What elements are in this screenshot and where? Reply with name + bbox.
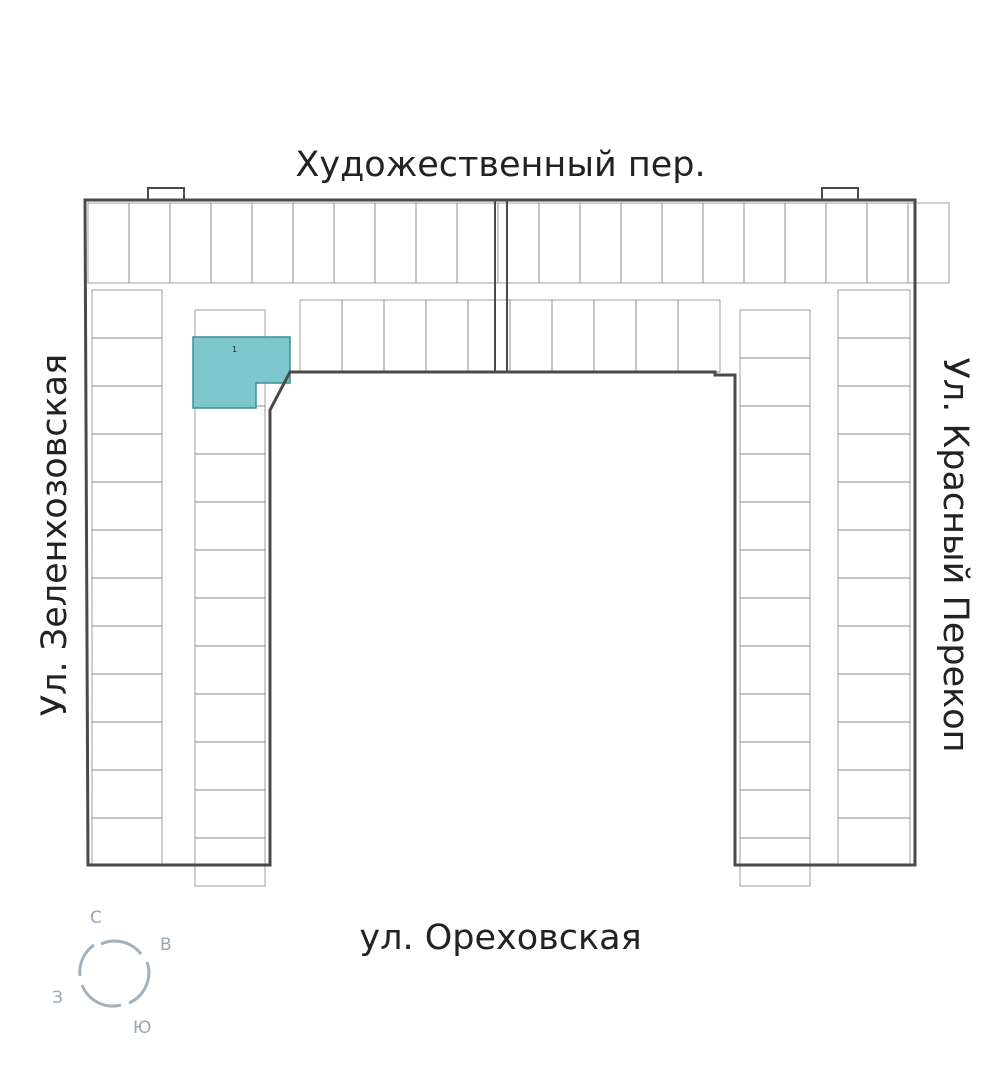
compass-west: З [52,988,63,1008]
room [866,202,909,284]
room [837,769,911,819]
room [91,529,163,579]
room [593,299,637,373]
room [739,309,811,359]
balcony [821,187,859,201]
room [837,721,911,771]
room [194,453,266,503]
room [333,202,376,284]
highlighted-apartment[interactable] [192,336,291,409]
exterior-wall [83,198,917,867]
room [456,202,499,284]
room [739,357,811,407]
room [415,202,458,284]
room [91,385,163,435]
room [702,202,745,284]
street-label-top: Художественный пер. [295,145,706,185]
room [907,202,950,284]
building-outline [83,187,917,867]
room [739,645,811,695]
street-label-left: Ул. Зеленхозовская [35,353,75,717]
room [739,501,811,551]
room [739,405,811,455]
room [739,597,811,647]
room [425,299,469,373]
balcony [147,187,185,201]
room [91,721,163,771]
room [467,299,511,373]
room [538,202,581,284]
room [194,645,266,695]
room [194,789,266,839]
compass-icon [78,939,151,1008]
room [551,299,595,373]
room [677,299,721,373]
room [825,202,868,284]
room [91,817,163,867]
room [837,385,911,435]
room [91,625,163,675]
room [620,202,663,284]
room [837,673,911,723]
room-grid [87,202,950,887]
room [739,741,811,791]
room [194,693,266,743]
room [743,202,786,284]
apartment-rooms-label: 1 [232,345,237,354]
room [194,405,266,455]
room [91,481,163,531]
room [739,549,811,599]
room [383,299,427,373]
room [194,549,266,599]
room [91,337,163,387]
room [374,202,417,284]
room [784,202,827,284]
room [251,202,294,284]
room [91,289,163,339]
room [837,817,911,867]
room [635,299,679,373]
room [210,202,253,284]
room [292,202,335,284]
room [837,529,911,579]
compass-south: Ю [133,1018,152,1038]
room [739,837,811,887]
room [128,202,171,284]
room [194,597,266,647]
room [194,501,266,551]
room [837,481,911,531]
room [91,577,163,627]
street-label-right: Ул. Красный Перекоп [935,357,975,753]
room [661,202,704,284]
room [739,693,811,743]
room [194,837,266,887]
room [299,299,343,373]
room [579,202,622,284]
room [837,289,911,339]
room [497,202,540,284]
compass-north: С [90,908,102,928]
room [169,202,212,284]
room [739,453,811,503]
central-joint [494,199,508,373]
room [87,202,130,284]
room [739,789,811,839]
compass-east: В [160,935,172,955]
room [837,433,911,483]
room [91,769,163,819]
street-label-bottom: ул. Ореховская [359,918,642,958]
room [509,299,553,373]
room [91,433,163,483]
room [837,337,911,387]
room [837,577,911,627]
room [341,299,385,373]
room [194,741,266,791]
room [837,625,911,675]
room [91,673,163,723]
